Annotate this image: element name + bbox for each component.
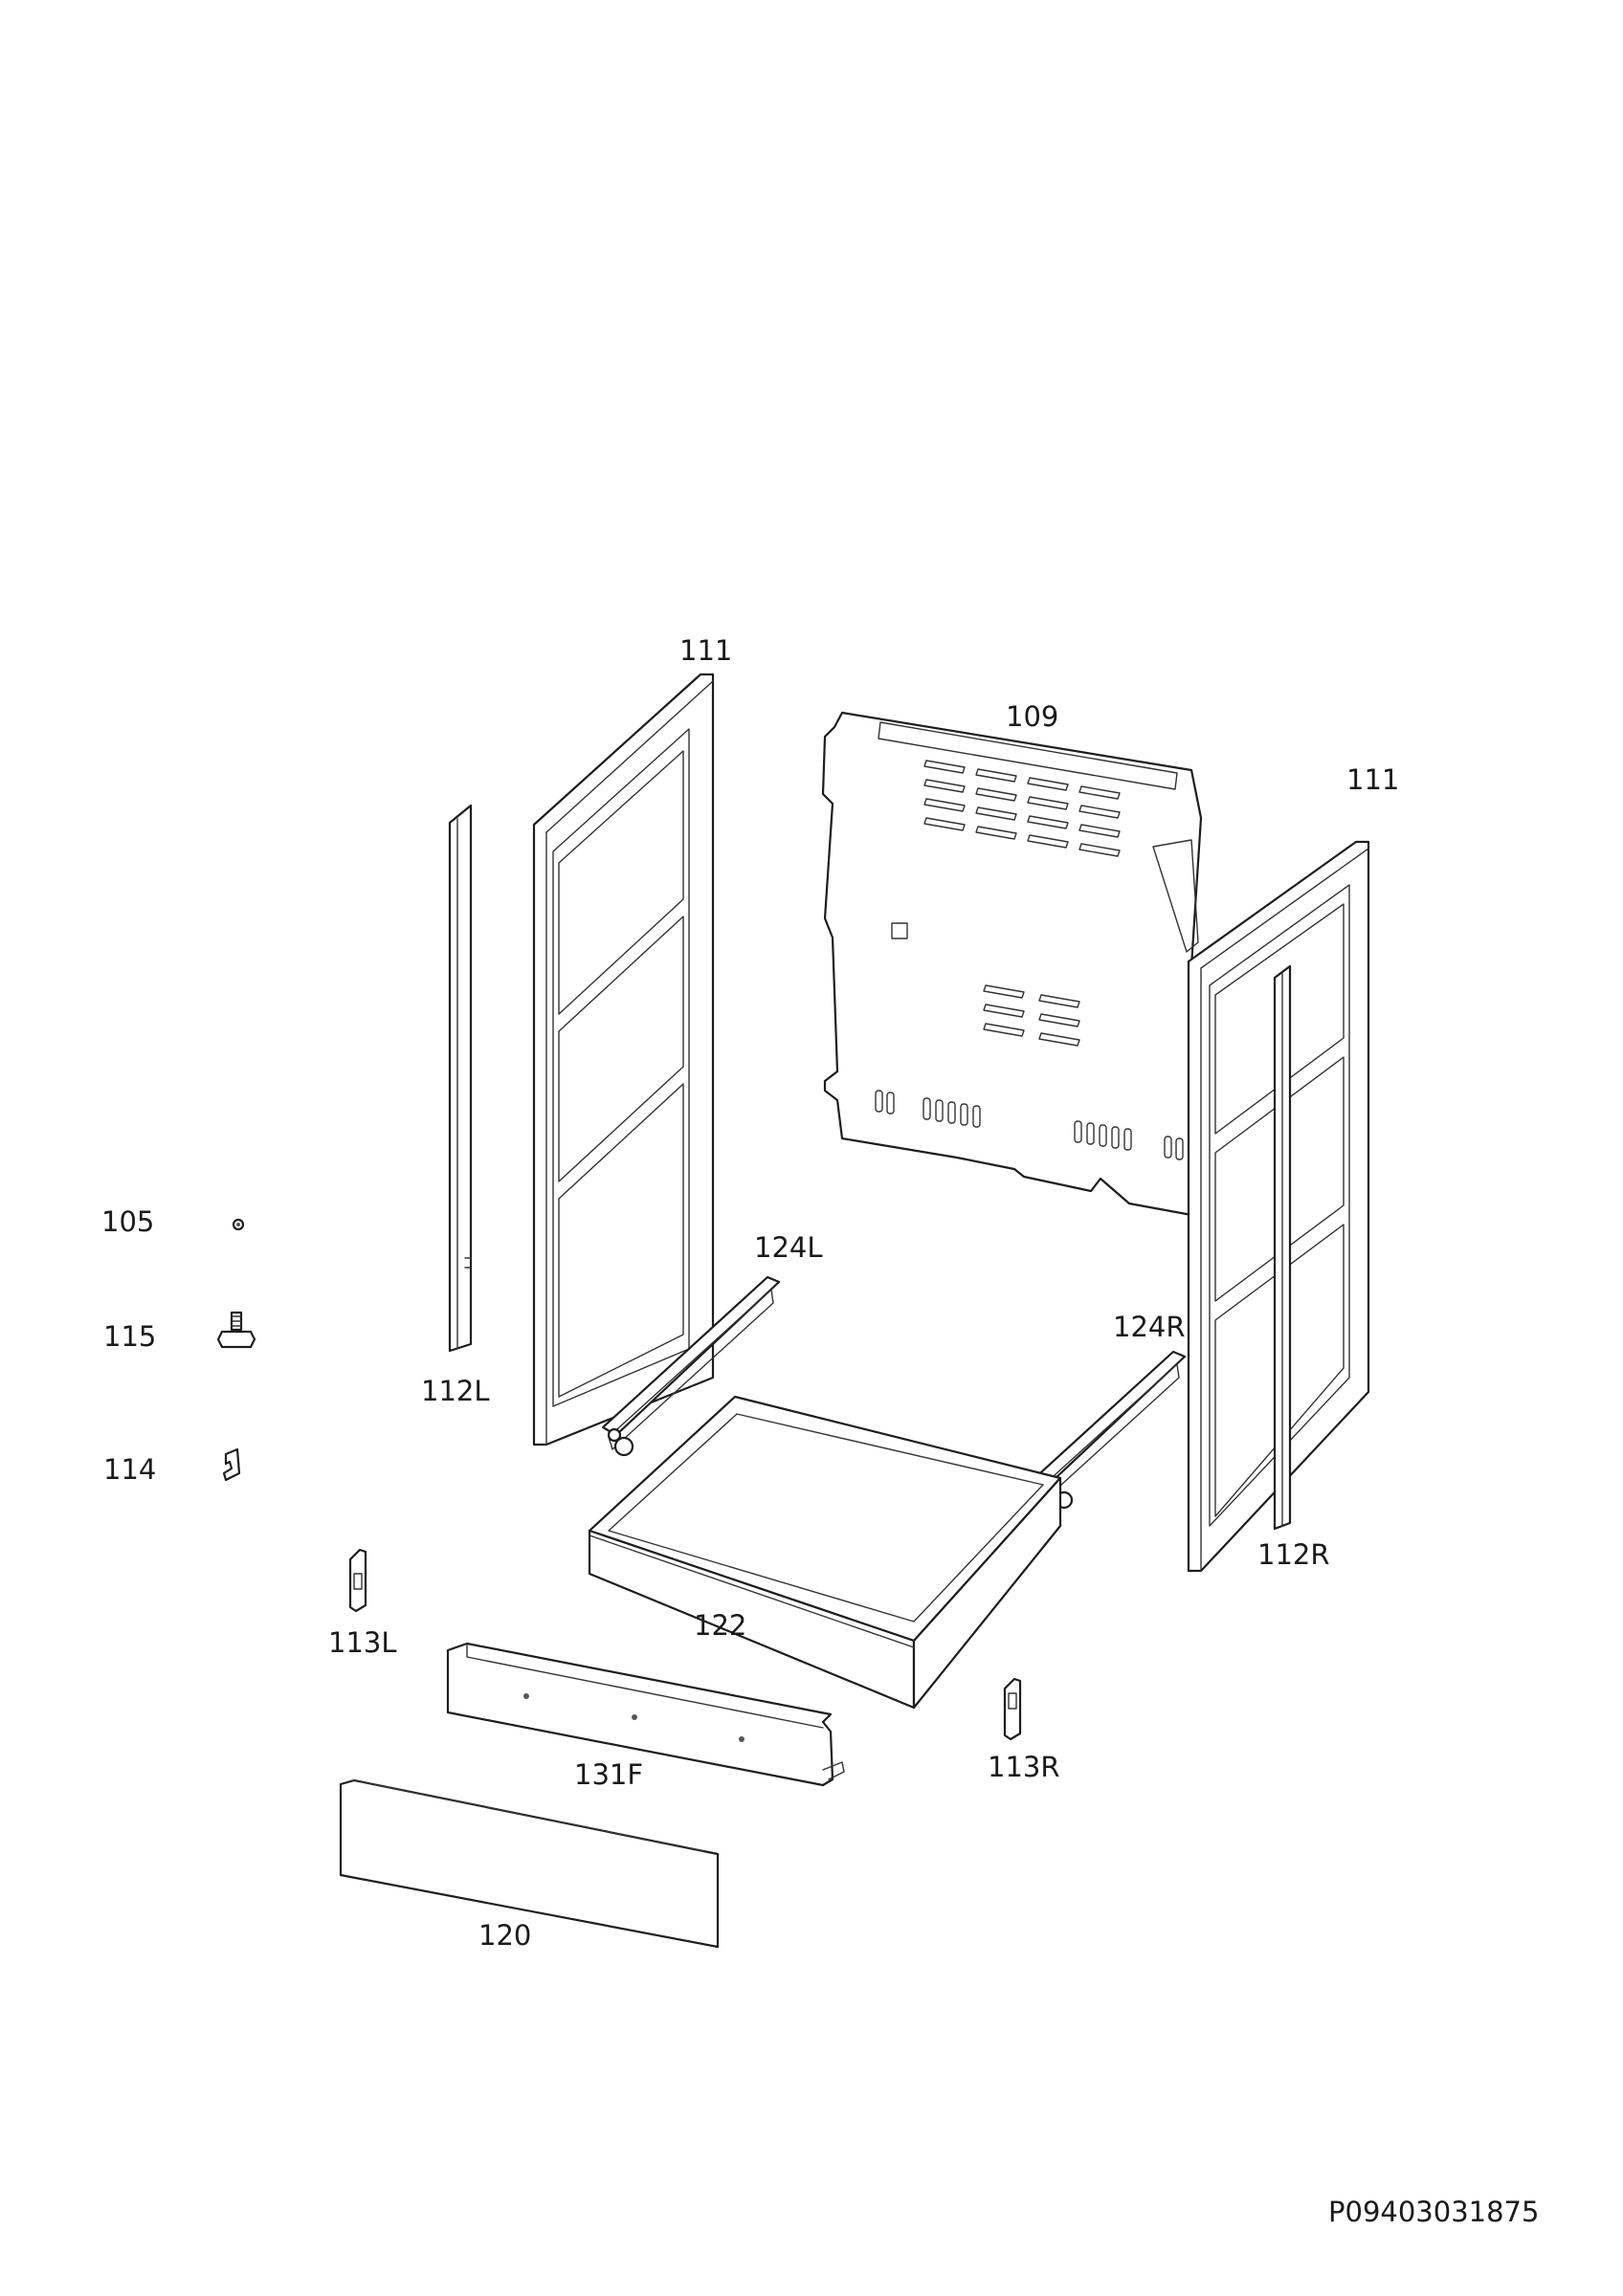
label-113L: 113L (328, 1626, 397, 1659)
label-131F: 131F (574, 1758, 644, 1791)
part-112L-side-rail (448, 804, 473, 1353)
label-111-left: 111 (679, 634, 733, 667)
part-114-clip (222, 1447, 241, 1482)
label-124R: 124R (1113, 1311, 1186, 1343)
label-111-right: 111 (1346, 763, 1400, 796)
label-112R: 112R (1257, 1538, 1330, 1571)
label-109: 109 (1006, 700, 1059, 733)
label-122: 122 (694, 1609, 747, 1642)
part-112R-side-rail (1273, 964, 1292, 1531)
label-112L: 112L (421, 1375, 490, 1407)
rear-panel-slots-bottom (875, 1090, 1184, 1160)
part-111-left-side-panel (532, 673, 715, 1446)
drawing-number: P09403031875 (1328, 2196, 1540, 2228)
rear-panel-vents-top (923, 760, 1121, 857)
label-124L: 124L (754, 1231, 823, 1264)
part-113R-hinge-bracket (1003, 1677, 1022, 1741)
part-113L-hinge-bracket (348, 1548, 367, 1613)
part-109-rear-panel (821, 711, 1203, 1217)
part-105-nut (232, 1218, 245, 1231)
rear-panel-square-hole (891, 922, 908, 939)
part-120-front-panel (339, 1778, 720, 1949)
part-131F-front-bracket (446, 1642, 845, 1787)
label-120: 120 (478, 1919, 532, 1952)
part-115-adjustable-foot (216, 1311, 256, 1349)
part-122-drawer-tray (588, 1395, 1062, 1710)
label-113R: 113R (988, 1751, 1060, 1783)
rear-panel-vents-middle (983, 984, 1080, 1047)
label-114: 114 (103, 1453, 157, 1486)
part-124L-slide-rail (601, 1275, 781, 1457)
label-115: 115 (103, 1320, 157, 1353)
label-105: 105 (101, 1205, 155, 1238)
